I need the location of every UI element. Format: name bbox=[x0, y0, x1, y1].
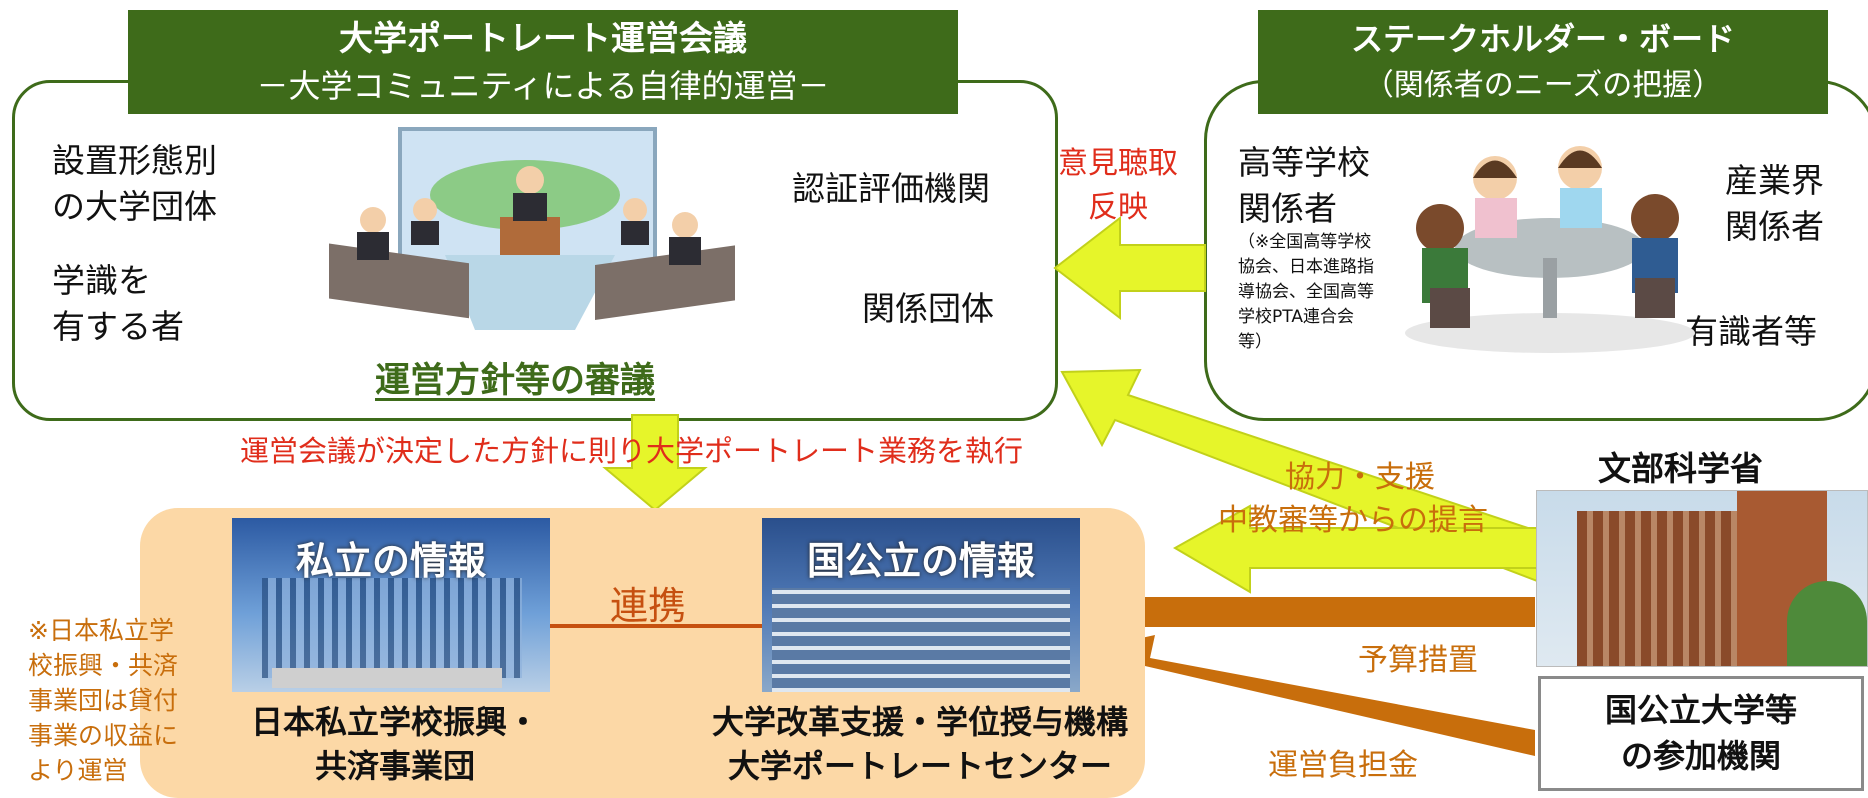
stakeholder-subtitle: （関係者のニーズの把握） bbox=[1363, 69, 1723, 102]
council-deliberation: 運営方針等の審議 bbox=[375, 361, 656, 401]
stakeholder-header: ステークホルダー・ボード （関係者のニーズの把握） bbox=[1258, 10, 1828, 114]
link-line bbox=[550, 624, 762, 628]
private-photo-label: 私立の情報 bbox=[295, 539, 486, 583]
council-academics: 学識を 有する者 bbox=[52, 261, 184, 346]
execute-label: 運営会議が決定した方針に則り大学ポートレート業務を執行 bbox=[240, 434, 1024, 468]
fee-arrow bbox=[1085, 635, 1535, 756]
stakeholder-experts: 有識者等 bbox=[1685, 312, 1817, 351]
stakeholder-highschool: 高等学校 関係者 bbox=[1238, 143, 1370, 228]
meeting-illustration bbox=[329, 127, 735, 330]
public-center-name: 大学改革支援・学位授与機構 大学ポートレートセンター bbox=[711, 703, 1128, 785]
proposal-arrow bbox=[1172, 504, 1541, 594]
public-photo-label: 国公立の情報 bbox=[806, 539, 1035, 583]
council-accreditation: 認証評価機関 bbox=[792, 169, 990, 208]
council-title: 大学ポートレート運営会議 bbox=[339, 20, 747, 58]
private-center-name: 日本私立学校振興・ 共済事業団 bbox=[250, 703, 539, 785]
round-table-illustration bbox=[1405, 146, 1695, 353]
opinion-arrow bbox=[1053, 215, 1206, 321]
private-funding-note: ※日本私立学 校振興・共済 事業団は貸付 事業の収益に より運営 bbox=[28, 616, 179, 785]
council-related-orgs: 関係団体 bbox=[862, 289, 994, 328]
opinion-label: 意見聴取 反映 bbox=[1058, 146, 1178, 225]
ministry-name: 文部科学省 bbox=[1598, 449, 1763, 488]
execute-arrow bbox=[602, 414, 708, 512]
participants-box: 国公立大学等 の参加機関 bbox=[1538, 676, 1864, 791]
council-header: 大学ポートレート運営会議 －大学コミュニティによる自律的運営－ bbox=[128, 10, 958, 114]
ministry-building-photo bbox=[1536, 490, 1868, 667]
stakeholder-industry: 産業界 関係者 bbox=[1725, 161, 1824, 246]
proposal-label: 中教審等からの提言 bbox=[1218, 503, 1488, 538]
stakeholder-highschool-note: （※全国高等学校 協会、日本進路指 導協会、全国高等 学校PTA連合会 等） bbox=[1238, 232, 1374, 352]
fee-label: 運営負担金 bbox=[1268, 748, 1418, 783]
budget-label: 予算措置 bbox=[1358, 643, 1478, 678]
cooperation-label: 協力・支援 bbox=[1285, 460, 1435, 495]
council-univ-groups: 設置形態別 の大学団体 bbox=[52, 141, 217, 226]
participants-label: 国公立大学等 の参加機関 bbox=[1604, 691, 1797, 775]
council-subtitle: －大学コミュニティによる自律的運営－ bbox=[256, 68, 830, 104]
private-building-photo: 私立の情報 bbox=[232, 518, 550, 692]
stakeholder-title: ステークホルダー・ボード bbox=[1350, 21, 1735, 57]
public-building-photo: 国公立の情報 bbox=[762, 518, 1080, 692]
link-label: 連携 bbox=[610, 584, 687, 628]
budget-arrow bbox=[1085, 582, 1535, 642]
